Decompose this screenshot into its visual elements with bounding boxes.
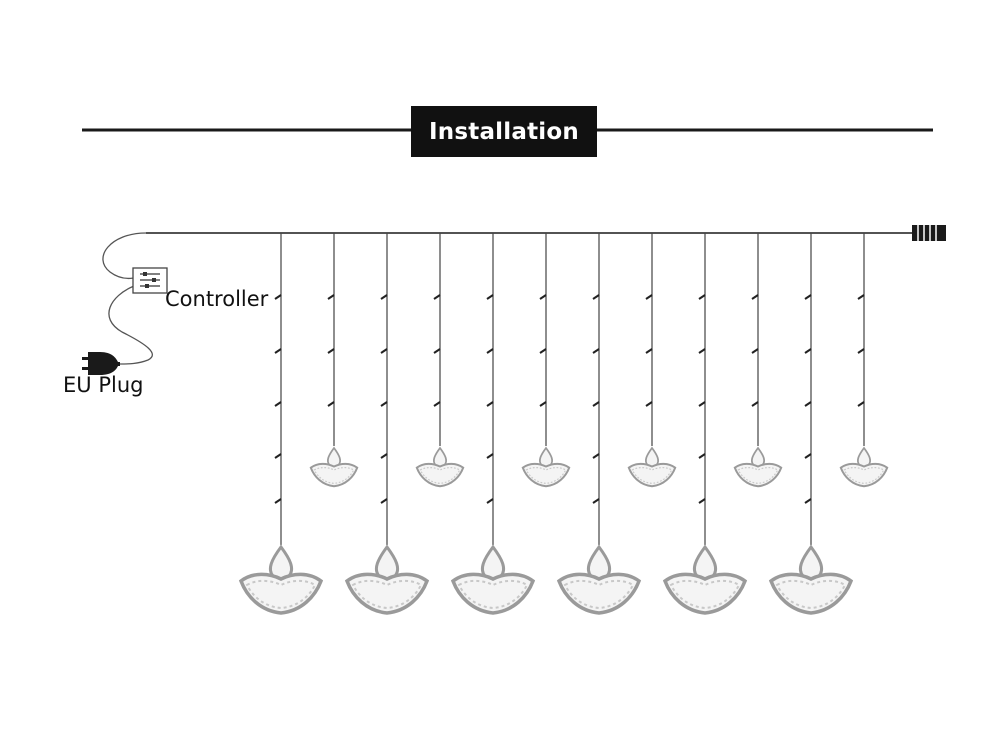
led-bulb (486, 294, 494, 300)
long-light-string (451, 233, 535, 615)
led-bulb (804, 348, 812, 354)
led-bulb (433, 348, 441, 354)
led-bulb (592, 453, 600, 459)
controller-icon (132, 267, 168, 294)
long-light-string (345, 233, 429, 615)
led-bulb (274, 453, 282, 459)
long-light-string (663, 233, 747, 615)
long-light-string (557, 233, 641, 615)
led-bulb (592, 498, 600, 504)
led-bulb (592, 348, 600, 354)
led-bulb (698, 498, 706, 504)
diya-lamp-icon (769, 545, 853, 615)
short-light-string (627, 233, 677, 488)
led-bulb (592, 401, 600, 407)
led-bulb (698, 294, 706, 300)
led-bulb (274, 294, 282, 300)
led-bulb (804, 401, 812, 407)
diya-lamp-icon (309, 446, 359, 488)
power-wire (102, 232, 154, 365)
led-bulb (804, 498, 812, 504)
light-strings (239, 233, 889, 615)
led-bulb (274, 348, 282, 354)
led-bulb (698, 401, 706, 407)
led-bulb (327, 294, 335, 300)
page-title: Installation (429, 118, 579, 145)
led-bulb (486, 453, 494, 459)
led-bulb (751, 401, 759, 407)
diya-lamp-icon (239, 545, 323, 615)
diya-lamp-icon (557, 545, 641, 615)
led-bulb (645, 401, 653, 407)
led-bulb (539, 401, 547, 407)
led-bulb (698, 348, 706, 354)
led-bulb (645, 348, 653, 354)
short-light-string (415, 233, 465, 488)
controller-label: Controller (165, 287, 269, 311)
led-bulb (857, 348, 865, 354)
short-light-string (521, 233, 571, 488)
short-light-string (733, 233, 783, 488)
long-light-string (239, 233, 323, 615)
long-light-string (769, 233, 853, 615)
led-bulb (274, 498, 282, 504)
diya-lamp-icon (345, 545, 429, 615)
diya-lamp-icon (627, 446, 677, 488)
short-light-string (309, 233, 359, 488)
led-bulb (539, 294, 547, 300)
led-bulb (380, 294, 388, 300)
led-bulb (857, 294, 865, 300)
led-bulb (380, 453, 388, 459)
plug-label: EU Plug (63, 373, 144, 397)
diya-lamp-icon (415, 446, 465, 488)
diya-lamp-icon (663, 545, 747, 615)
led-bulb (751, 294, 759, 300)
led-bulb (804, 453, 812, 459)
diya-lamp-icon (451, 545, 535, 615)
led-bulb (857, 401, 865, 407)
led-bulb (486, 401, 494, 407)
led-bulb (592, 294, 600, 300)
led-bulb (751, 348, 759, 354)
led-bulb (645, 294, 653, 300)
diya-lamp-icon (839, 446, 889, 488)
led-bulb (539, 348, 547, 354)
title-banner: Installation (411, 106, 597, 157)
short-light-string (839, 233, 889, 488)
led-bulb (327, 401, 335, 407)
led-bulb (327, 348, 335, 354)
led-bulb (486, 498, 494, 504)
led-bulb (380, 401, 388, 407)
diya-lamp-icon (733, 446, 783, 488)
led-bulb (433, 294, 441, 300)
led-bulb (433, 401, 441, 407)
led-bulb (804, 294, 812, 300)
eu-plug-icon (82, 352, 120, 375)
led-bulb (698, 453, 706, 459)
end-connector-icon (912, 225, 946, 241)
led-bulb (380, 348, 388, 354)
led-bulb (380, 498, 388, 504)
led-bulb (274, 401, 282, 407)
diya-lamp-icon (521, 446, 571, 488)
led-bulb (486, 348, 494, 354)
